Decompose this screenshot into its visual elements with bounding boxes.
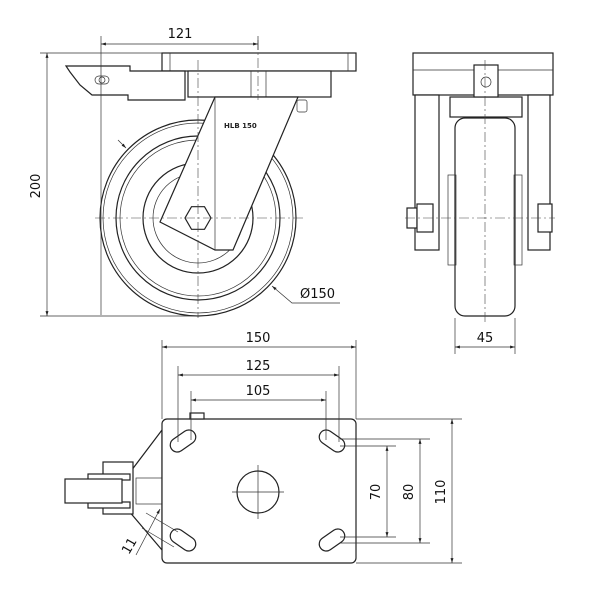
side-view: 45 [405, 52, 555, 354]
dim-70: 70 [340, 445, 396, 538]
dim-label-70: 70 [369, 484, 384, 501]
dim-150: 150 [161, 331, 357, 419]
dim-label-diameter: Ø150 [300, 287, 335, 302]
dim-label-45: 45 [477, 331, 494, 346]
front-view: HLB 150 121 200 Ø150 [29, 27, 357, 318]
dim-80: 80 [340, 438, 430, 544]
dim-label-105: 105 [246, 384, 271, 399]
mounting-plate [161, 418, 357, 564]
brake-pin [473, 64, 499, 98]
dim-label-150: 150 [246, 331, 271, 346]
bottom-view: 150 125 105 70 80 [64, 331, 462, 564]
mounting-slots [169, 429, 346, 552]
fork-marking: HLB 150 [224, 122, 257, 130]
brake-lever [64, 65, 186, 101]
dim-45: 45 [454, 318, 516, 354]
dim-label-125: 125 [246, 359, 271, 374]
dim-diameter-150: Ø150 [117, 139, 340, 304]
dim-label-11: 11 [119, 535, 140, 557]
dim-110: 110 [356, 418, 462, 564]
dim-11: 11 [119, 508, 179, 557]
fork-top-view [64, 428, 163, 552]
dim-label-80: 80 [402, 484, 417, 501]
dim-label-200: 200 [29, 174, 44, 199]
dim-125: 125 [177, 359, 340, 442]
dim-105: 105 [190, 384, 327, 440]
dim-label-121: 121 [168, 27, 193, 42]
dim-200: 200 [29, 52, 198, 317]
dim-label-110: 110 [434, 480, 449, 505]
dim-121: 121 [100, 27, 259, 315]
top-plate [161, 52, 357, 98]
